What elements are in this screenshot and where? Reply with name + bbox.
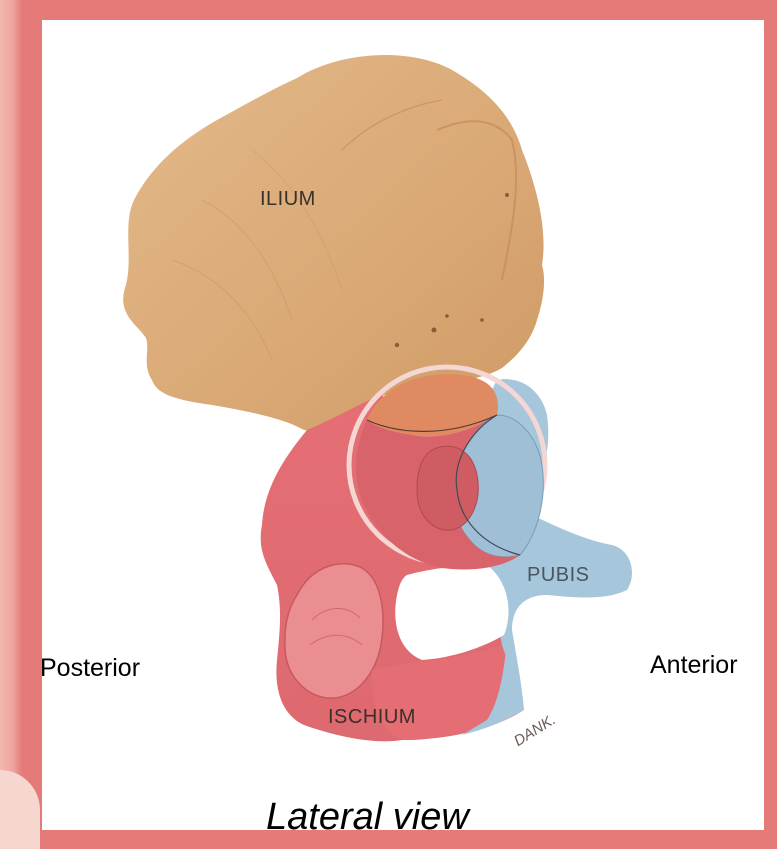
ilium-dot (432, 328, 437, 333)
label-anterior: Anterior (650, 651, 738, 680)
ilium-dot (480, 318, 484, 322)
acetabular-fossa (417, 446, 478, 530)
frame-left-edge (0, 0, 22, 849)
ilium-dot (505, 193, 509, 197)
label-ischium: ISCHIUM (328, 706, 416, 729)
diagram-canvas: ILIUM PUBIS ISCHIUM DANK. Posterior Ante… (42, 20, 764, 830)
frame-corner-accent (0, 770, 40, 849)
ilium-dot (445, 314, 449, 318)
label-posterior: Posterior (42, 654, 140, 683)
label-ilium: ILIUM (260, 188, 316, 211)
label-pubis: PUBIS (527, 564, 590, 587)
ilium-dot (395, 343, 399, 347)
caption-lateral-view: Lateral view (266, 796, 469, 830)
